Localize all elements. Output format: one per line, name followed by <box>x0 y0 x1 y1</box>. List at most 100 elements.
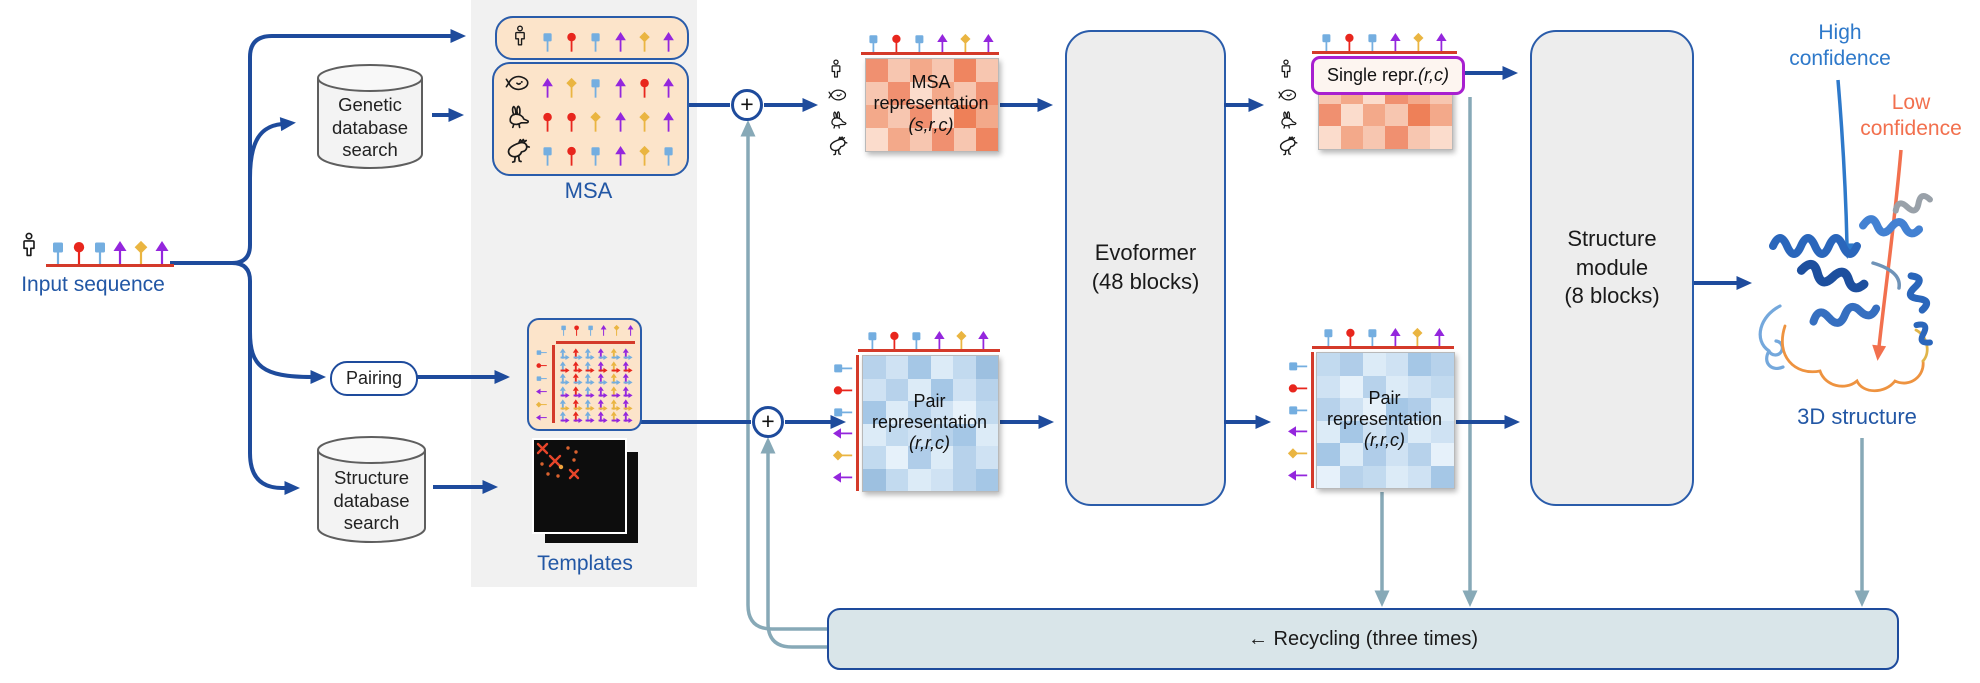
heatmap-cell <box>908 378 931 401</box>
sequence-glyph <box>890 331 899 350</box>
heatmap-cell <box>910 82 932 105</box>
msa-repr-animal-column <box>826 58 856 156</box>
single-repr-animal-column <box>1276 58 1306 156</box>
pair-cell <box>597 411 608 424</box>
heatmap-cell <box>954 128 976 151</box>
heatmap-cell <box>888 82 910 105</box>
sequence-glyph <box>1389 327 1401 347</box>
heatmap-cell <box>885 356 908 379</box>
heatmap-cell <box>932 82 954 105</box>
pair2-left-glyphs <box>1285 360 1307 482</box>
human-icon <box>826 58 856 85</box>
heatmap-cell <box>1362 465 1386 488</box>
human-icon <box>16 230 46 266</box>
pair-cell <box>572 411 583 424</box>
heatmap-cell <box>932 128 954 151</box>
low-confidence-arrow <box>1872 149 1903 361</box>
heatmap-cell <box>1317 353 1340 376</box>
sequence-glyph <box>155 241 169 265</box>
pair-add-node: + <box>752 406 784 438</box>
heatmap-cell <box>1431 443 1454 466</box>
heatmap-cell <box>1408 465 1432 488</box>
msa-row-rooster <box>494 135 687 169</box>
sequence-glyph <box>892 34 901 53</box>
pair1-left-glyphs <box>830 362 852 484</box>
heatmap-cell <box>863 356 886 379</box>
pair-cell <box>623 348 633 360</box>
sequence-glyph <box>1289 406 1307 415</box>
sequence-glyph <box>566 78 577 98</box>
pair-cell <box>572 399 583 411</box>
heatmap-cell <box>953 468 976 491</box>
heatmap-cell <box>975 423 998 446</box>
sequence-glyph <box>639 79 649 98</box>
pair2-topline <box>1312 346 1454 349</box>
recycling-wires <box>740 97 1870 649</box>
pair-cell <box>610 399 621 411</box>
heatmap-cell <box>1317 443 1340 466</box>
msa-representation-heatmap <box>865 58 999 152</box>
heatmap-cell <box>1339 443 1363 466</box>
heatmap-cell <box>888 59 910 82</box>
heatmap-cell <box>1317 375 1340 398</box>
genetic-db-label-line1: Genetic <box>338 94 402 115</box>
msa-representation-label: MSA representation (s,r,c) <box>873 72 989 135</box>
sequence-glyph <box>591 147 600 166</box>
heatmap-cell <box>1407 126 1430 149</box>
heatmap-cell <box>1362 353 1386 376</box>
sequence-glyph <box>614 325 620 336</box>
single-repr-dims: (r,c) <box>1418 65 1450 85</box>
heatmap-cell <box>885 446 908 469</box>
pair-repr2-heatmap <box>1316 352 1455 489</box>
single-repr-highlight-box: Single repr. (r,c) <box>1311 56 1465 95</box>
pair1-leftline <box>856 355 859 491</box>
msa-repr-top-glyphs <box>867 33 995 53</box>
heatmap-cell <box>975 446 998 469</box>
heatmap-cell <box>1317 465 1340 488</box>
template-contact-marks <box>536 442 580 480</box>
heatmap-cell <box>975 378 998 401</box>
pair-cell <box>559 399 570 411</box>
pair-cell <box>559 386 570 398</box>
heatmap-cell <box>1429 103 1452 127</box>
sequence-glyph <box>915 35 924 53</box>
sequence-glyph <box>543 113 552 132</box>
fish-icon <box>826 85 856 110</box>
pair-cell <box>572 348 583 360</box>
pair-repr2-label: Pair representation (r,r,c) <box>1326 387 1443 451</box>
3d-structure-label: 3D structure <box>1797 404 1917 429</box>
sequence-glyph <box>1324 329 1333 347</box>
fish-icon <box>504 70 532 101</box>
sequence-glyph <box>1368 329 1377 347</box>
sequence-glyph <box>542 78 553 98</box>
heatmap-cell <box>908 468 931 491</box>
evoformer-block: Evoformer (48 blocks) <box>1065 30 1226 506</box>
high-confidence-arrow <box>1836 79 1854 259</box>
input-to-structdb-wire <box>231 261 300 495</box>
heatmap-cell <box>863 401 886 424</box>
input-to-msa-human-wire <box>231 29 466 265</box>
heatmap-cell <box>888 128 910 151</box>
heatmap-cell <box>976 82 998 105</box>
pair2-leftline <box>1311 352 1314 488</box>
sequence-glyph <box>663 112 674 132</box>
heatmap-cell <box>954 105 976 128</box>
human-icon <box>1276 58 1306 85</box>
pair-cell <box>559 411 570 424</box>
sequence-glyph <box>536 401 547 408</box>
heatmap-cell <box>1385 443 1409 466</box>
heatmap-cell <box>954 59 976 82</box>
msa-repr-dims: (s,r,c) <box>908 114 954 135</box>
plus-sign: + <box>740 90 754 117</box>
heatmap-cell <box>1362 375 1386 398</box>
sequence-glyph <box>536 414 547 421</box>
sequence-glyph <box>956 330 967 350</box>
heatmap-cell <box>1385 420 1409 443</box>
high-confidence-label: High confidence <box>1789 21 1891 71</box>
plus-sign: + <box>761 407 775 434</box>
pair-cell <box>597 348 608 360</box>
sequence-glyph <box>1413 32 1424 52</box>
pair-repr1-label: Pair representation (r,r,c) <box>871 390 988 454</box>
msa-human-glyphs <box>541 26 675 52</box>
sequence-glyph <box>113 241 127 265</box>
